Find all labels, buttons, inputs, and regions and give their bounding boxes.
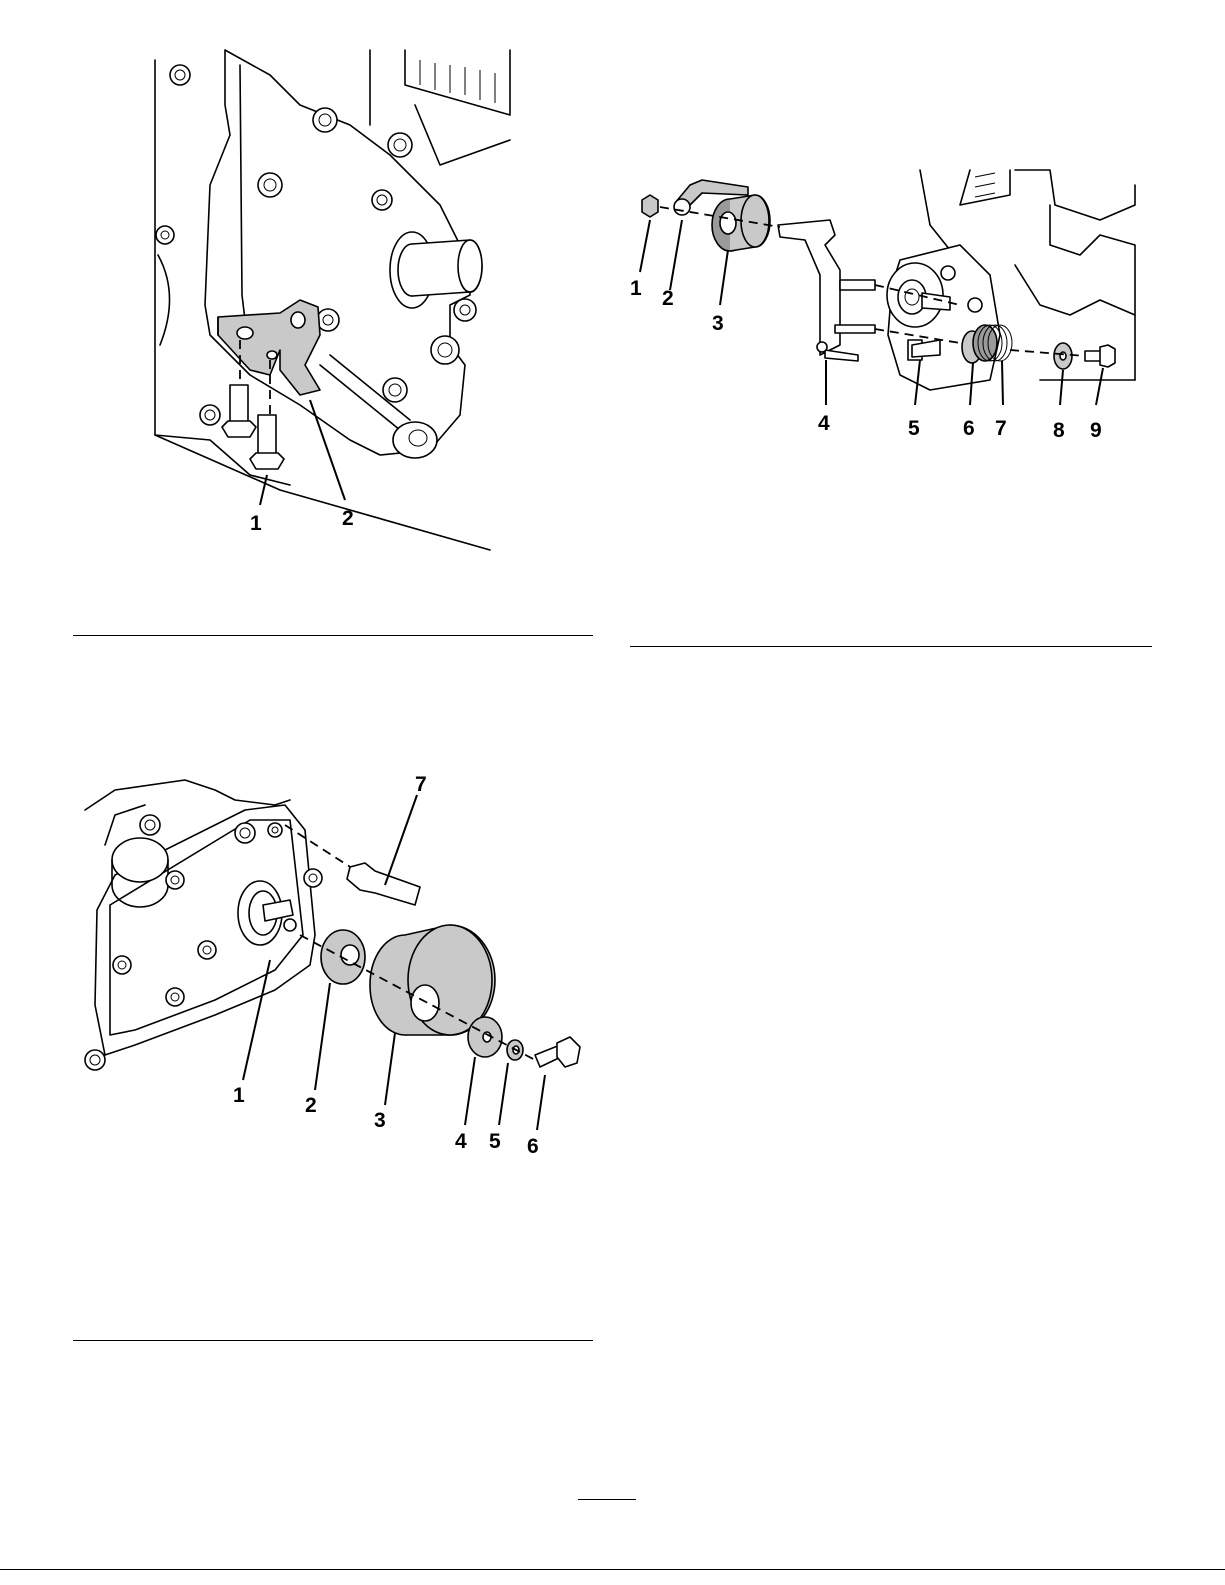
footer-rule [0, 1569, 1225, 1570]
callout-1: 1 [250, 512, 262, 535]
engine-housing-illustration [155, 50, 510, 550]
callout-8: 8 [1053, 419, 1065, 442]
callout-1: 1 [233, 1084, 245, 1107]
callout-1: 1 [630, 277, 642, 300]
mounting-bracket [218, 300, 320, 395]
callout-3: 3 [712, 312, 724, 335]
idler-parts [642, 180, 1115, 369]
callout-5: 5 [908, 417, 920, 440]
callout-3: 3 [374, 1109, 386, 1132]
callout-9: 9 [1090, 419, 1102, 442]
pulley-parts [285, 825, 580, 1067]
callout-4: 4 [818, 412, 830, 435]
callout-6: 6 [963, 417, 975, 440]
callout-2: 2 [342, 507, 354, 530]
callout-2: 2 [305, 1094, 317, 1117]
callout-7: 7 [995, 417, 1007, 440]
figure-divider [73, 635, 593, 636]
figure-bracket: 1 2 [150, 45, 530, 555]
tension-spring [973, 325, 1012, 361]
gearbox-housing-illustration [85, 780, 322, 1070]
figure-divider [73, 1340, 593, 1341]
figure-divider [630, 646, 1152, 647]
callout-5: 5 [489, 1130, 501, 1153]
page-number-rule [578, 1499, 636, 1500]
callout-7: 7 [415, 773, 427, 796]
callout-6: 6 [527, 1135, 539, 1158]
callout-2: 2 [662, 287, 674, 310]
figure-idler-assembly: 1 2 3 4 5 6 7 8 9 [630, 165, 1150, 445]
figure-pulley-assembly: 7 1 2 3 4 5 6 [75, 775, 595, 1170]
callout-4: 4 [455, 1130, 467, 1153]
